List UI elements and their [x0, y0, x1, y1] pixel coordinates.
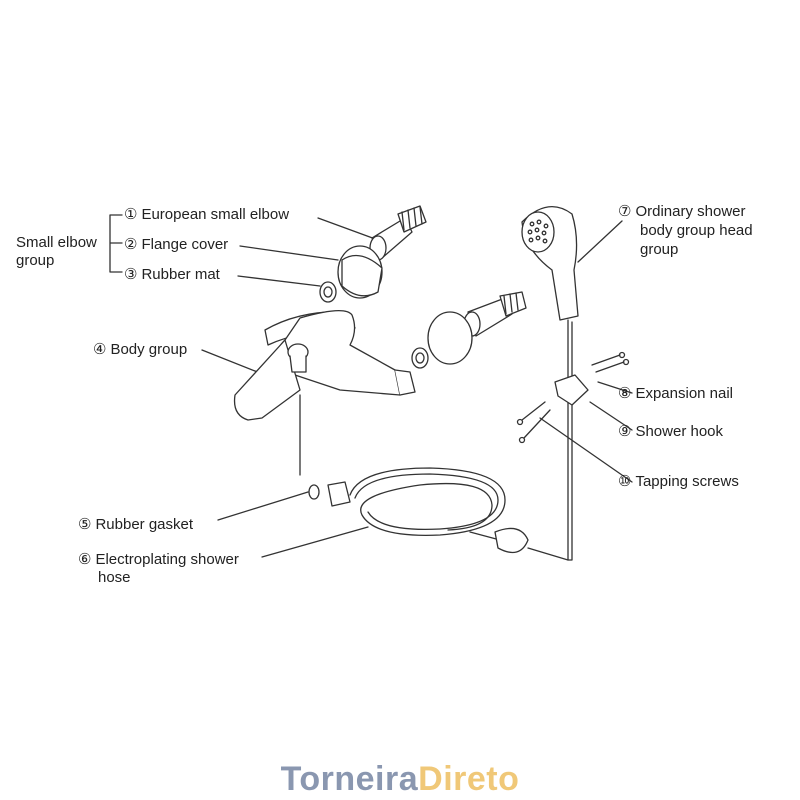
leader-5: [217, 491, 309, 521]
leader-3: [237, 275, 321, 287]
elbow-right: [463, 291, 527, 337]
leader-4: [201, 349, 266, 376]
shower-hook: [516, 351, 630, 444]
flange-right: [427, 311, 473, 365]
leader-7: [577, 220, 623, 263]
rubber-gasket: [308, 484, 320, 500]
leader-8: [597, 381, 633, 394]
group-bracket: [109, 214, 123, 273]
leader-10: [539, 417, 633, 483]
group-label: Small elbow group: [16, 234, 97, 269]
rubber-mat-upper: [319, 281, 337, 303]
leader-6: [261, 526, 369, 558]
leader-1: [317, 217, 379, 241]
shower-hose: [349, 467, 529, 554]
leader-9: [589, 401, 633, 431]
elbow-upper: [369, 205, 427, 261]
flange-upper: [337, 245, 383, 299]
brand-logo: TorneiraDireto: [280, 760, 520, 798]
leader-2: [239, 245, 339, 261]
body-group: [233, 310, 416, 476]
rubber-mat-right: [411, 347, 429, 369]
